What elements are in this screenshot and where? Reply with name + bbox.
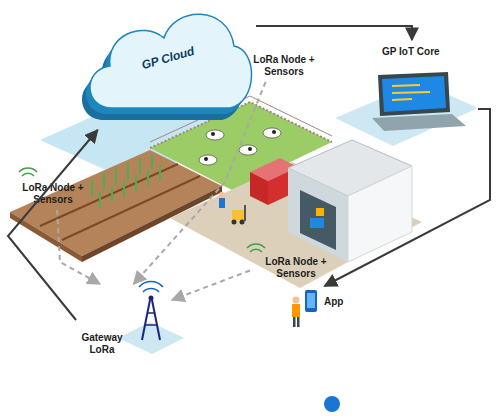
data-link [256, 26, 412, 40]
gateway-node: Gateway LoRa [76, 284, 172, 364]
gateway-tower [118, 282, 184, 354]
node-label: LoRa Node + Sensors [238, 54, 330, 78]
cloud-node: GP Cloud [80, 0, 256, 130]
sensor-node-label: LoRa Node + Sensors [12, 180, 94, 210]
radio-link [57, 210, 100, 284]
radio-link [172, 271, 250, 301]
node-label: App [324, 296, 352, 308]
node-label: Gateway LoRa [76, 332, 128, 356]
warehouse [288, 140, 412, 262]
iot-core-node: GP IoT Core [360, 40, 478, 124]
cloud-shape [80, 0, 256, 130]
radio-link [134, 82, 266, 284]
node-label: GP IoT Core [382, 46, 478, 58]
logo-dot [324, 396, 340, 412]
laptop [335, 72, 478, 146]
data-link [325, 109, 491, 286]
phone-user [292, 290, 317, 327]
node-label: LoRa Node + Sensors [250, 256, 342, 280]
node-label: LoRa Node + Sensors [12, 182, 94, 206]
app-node: App [302, 286, 352, 328]
sensor-node-label: LoRa Node + Sensors [238, 52, 330, 82]
data-link [8, 130, 98, 320]
sensor-node-label: LoRa Node + Sensors [250, 254, 342, 284]
yard [170, 162, 422, 288]
forklift [219, 192, 246, 225]
